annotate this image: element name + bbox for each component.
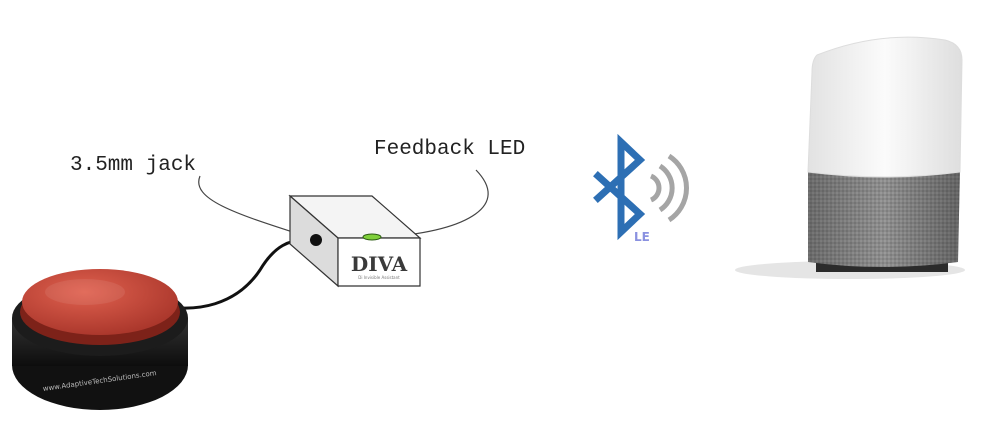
jack-label: 3.5mm jack <box>70 154 197 177</box>
feedback-led-label: Feedback LED <box>374 138 526 161</box>
jack-socket <box>310 234 322 246</box>
bluetooth-le-badge: LE <box>634 230 650 244</box>
bluetooth-le-icon: LE <box>593 133 689 244</box>
jack-leader-line <box>198 175 306 237</box>
diva-box-title: DIVA <box>351 252 408 276</box>
switch-button: www.AdaptiveTechSolutions.com <box>12 269 188 410</box>
smart-speaker <box>735 36 965 279</box>
diva-box-subtitle: Di Invisible Assistant <box>358 275 400 280</box>
feedback-led <box>362 233 382 241</box>
diva-box: DIVA Di Invisible Assistant <box>288 194 422 288</box>
